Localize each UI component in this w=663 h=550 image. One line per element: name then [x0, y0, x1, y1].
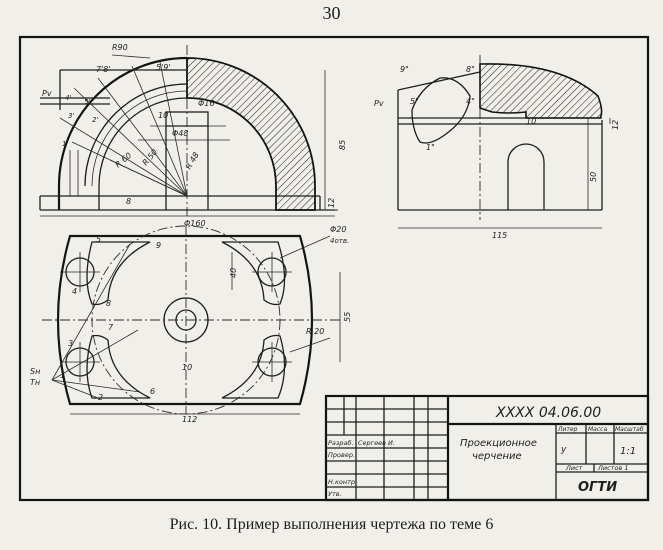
masshtab-label: Масштаб	[615, 426, 644, 433]
label-pv: Pv	[42, 89, 52, 98]
dim-phi20: Φ20	[330, 225, 346, 234]
dim-r50: R 50	[141, 147, 160, 167]
listov-label: Листов 1	[597, 464, 628, 472]
label-n3: 3	[68, 339, 73, 348]
label-n6: 6	[150, 387, 155, 396]
label-1s: 1"	[426, 143, 435, 152]
designation: XXXX 04.06.00	[495, 405, 601, 421]
prover-label: Провер.	[328, 451, 355, 459]
dim-8: 8	[126, 197, 131, 206]
label-8s: 8"	[466, 65, 475, 74]
surname: Сергеев И.	[358, 439, 395, 447]
label-n5: 5	[96, 235, 101, 244]
label-2: 2'	[92, 116, 98, 124]
razrab-label: Разраб.	[328, 439, 354, 447]
scale-value: 1:1	[620, 446, 636, 457]
title-line1: Проекционное	[460, 438, 537, 449]
dim-r48: R 48	[184, 151, 201, 171]
label-4: 4'	[65, 94, 71, 102]
dim-50: 50	[589, 172, 598, 182]
massa-label: Масса	[588, 426, 607, 433]
label-3: 3'	[68, 112, 74, 120]
dim-r20: R 20	[306, 327, 324, 336]
dim-10a: 10	[158, 111, 168, 120]
section-hatch	[186, 57, 316, 211]
dim-10c: 10	[182, 363, 192, 372]
label-n8: 8	[106, 299, 111, 308]
label-5-9: 5'9'	[156, 63, 171, 72]
label-5: 5'	[84, 98, 90, 106]
title-line2: черчение	[472, 451, 522, 462]
figure-caption: Рис. 10. Пример выполнения чертежа по те…	[169, 516, 494, 533]
label-5s: 5"	[410, 97, 419, 106]
dim-r60: R 60	[114, 151, 134, 170]
dim-55: 55	[343, 312, 352, 322]
dim-112: 112	[182, 415, 197, 424]
dim-85: 85	[338, 140, 347, 150]
label-n9: 9	[156, 241, 161, 250]
org-name: ОГТИ	[578, 480, 617, 495]
list-label: Лист	[565, 464, 583, 472]
label-7-8: 7'8'	[96, 65, 111, 74]
side-view	[397, 55, 611, 229]
dim-holes: 4отв.	[330, 237, 349, 245]
label-9s: 9"	[400, 65, 409, 74]
dim-phi16: Φ16	[198, 99, 214, 108]
dim-40: 40	[229, 268, 238, 278]
front-view	[39, 45, 338, 217]
dim-phi48: Φ48	[172, 129, 188, 138]
dim-12b: 12	[611, 120, 620, 130]
dim-phi160: Φ160	[184, 219, 206, 228]
utv-label: Утв.	[328, 490, 342, 498]
label-4s: 4"	[466, 97, 475, 106]
label-n7: 7	[108, 323, 114, 332]
label-1: 1'	[62, 140, 68, 148]
label-n4: 4	[72, 287, 77, 296]
side-hatch	[479, 63, 603, 119]
dim-10b: 10	[526, 117, 536, 126]
label-th: Tн	[30, 378, 40, 387]
page-number: 30	[322, 3, 341, 23]
nkontr-label: Н.контр.	[328, 478, 357, 486]
dim-12a: 12	[327, 198, 336, 208]
dim-115: 115	[492, 231, 507, 240]
lit-label: Литер	[557, 426, 578, 433]
label-sh: Sн	[30, 367, 40, 376]
dim-r90: R90	[112, 43, 128, 52]
label-n1: 1	[60, 371, 65, 380]
plan-view	[42, 225, 342, 415]
label-n2: 2	[98, 393, 103, 402]
label-pv2: Pv	[374, 99, 384, 108]
lit-value: у	[560, 445, 567, 455]
title-block	[324, 394, 650, 502]
